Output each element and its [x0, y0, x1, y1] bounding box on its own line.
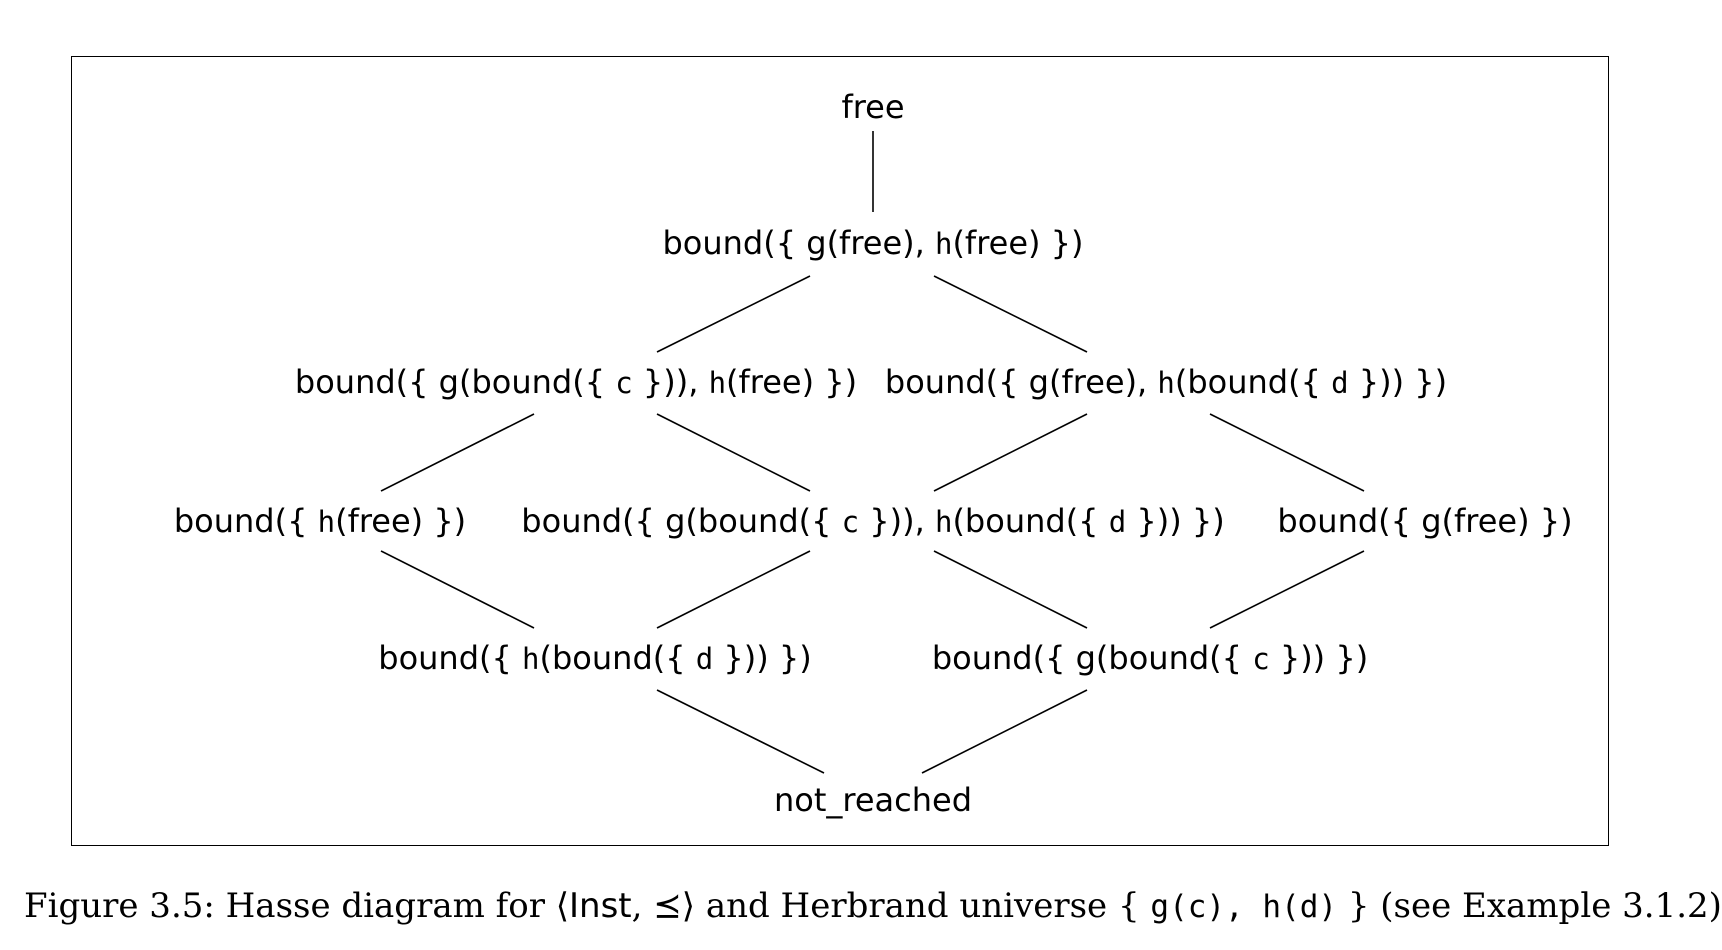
node-text: bound({ — [294, 363, 439, 401]
node-text: d — [1108, 505, 1127, 539]
caption-relation: , ⪯⟩ and Herbrand universe { — [631, 886, 1151, 926]
node-text: g — [1421, 502, 1442, 540]
figure-caption: Figure 3.5: Hasse diagram for ⟨Inst, ⪯⟩ … — [24, 886, 1722, 926]
node-text: g — [806, 224, 827, 262]
node-text: d — [1331, 366, 1349, 400]
node-text: (free) }) — [952, 224, 1084, 262]
node-text: bound({ — [662, 224, 807, 262]
node-text: (free) }) — [335, 502, 467, 540]
caption-prefix: Figure 3.5: Hasse diagram for ⟨ — [24, 886, 570, 926]
node-bound-h-d: bound({ h(bound({ d })) }) — [378, 642, 812, 674]
node-text: (bound({ — [1095, 639, 1253, 677]
node-text: })), — [859, 502, 935, 540]
node-text: })) }) — [1126, 502, 1225, 540]
node-text: (bound({ — [458, 363, 616, 401]
node-text: bound({ — [521, 502, 666, 540]
node-text: (bound({ — [685, 502, 842, 540]
node-text: (free), — [826, 224, 935, 262]
node-text: (free) }) — [726, 363, 858, 401]
node-text: h — [522, 642, 540, 676]
node-text: })) }) — [713, 639, 812, 677]
edge-l3a-l4a — [380, 550, 535, 629]
node-text: h — [934, 227, 953, 261]
edge-l2b-l3c — [1209, 413, 1365, 492]
node-text: })) }) — [1269, 639, 1369, 677]
node-bound-g-c: bound({ g(bound({ c })) }) — [932, 642, 1368, 674]
node-bound-g-free-h-d: bound({ g(free), h(bound({ d })) }) — [885, 366, 1447, 398]
edge-l2b-l3b — [933, 413, 1088, 492]
node-bound-g-c-h-free: bound({ g(bound({ c })), h(free) }) — [295, 366, 857, 398]
node-label: free — [841, 88, 905, 126]
node-bound-h-free: bound({ h(free) }) — [174, 505, 466, 537]
edge-l4a-bottom — [656, 689, 825, 774]
node-text: g — [1028, 363, 1049, 401]
node-not-reached: not_reached — [774, 784, 972, 816]
node-text: g — [665, 502, 686, 540]
edge-l2a-l3b — [656, 413, 811, 492]
node-text: c — [1252, 642, 1270, 676]
node-bound-g-c-h-d: bound({ g(bound({ c })), h(bound({ d }))… — [521, 505, 1224, 537]
edge-l3b-l4a — [656, 550, 811, 629]
node-text: bound({ — [931, 639, 1076, 677]
node-text: h — [1157, 366, 1175, 400]
node-text: (bound({ — [539, 639, 696, 677]
node-text: g — [1075, 639, 1096, 677]
node-label: not_reached — [773, 781, 973, 819]
hasse-edges — [380, 131, 1365, 774]
edge-l3b-l4b — [933, 550, 1088, 629]
node-text: h — [934, 505, 953, 539]
node-text: (bound({ — [952, 502, 1109, 540]
node-text: bound({ — [1277, 502, 1422, 540]
node-text: c — [841, 505, 860, 539]
node-text: })), — [632, 363, 709, 401]
node-text: g — [438, 363, 459, 401]
caption-code: g(c), h(d) — [1150, 889, 1338, 925]
node-bound-g-free-h-free: bound({ g(free), h(free) }) — [662, 227, 1083, 259]
node-text: bound({ — [378, 639, 523, 677]
edge-l1-l2a — [656, 275, 811, 353]
node-text: bound({ — [884, 363, 1029, 401]
node-bound-g-free: bound({ g(free) }) — [1277, 505, 1572, 537]
edge-l4b-bottom — [921, 689, 1088, 774]
node-text: (free) }) — [1441, 502, 1573, 540]
node-text: h — [708, 366, 727, 400]
edge-l3c-l4b — [1209, 550, 1365, 629]
node-text: d — [695, 642, 714, 676]
caption-inst: Inst — [569, 886, 632, 926]
node-text: h — [317, 505, 336, 539]
node-text: })) }) — [1348, 363, 1448, 401]
node-text: c — [615, 366, 633, 400]
node-free: free — [841, 91, 904, 123]
node-text: bound({ — [173, 502, 318, 540]
edge-l2a-l3a — [380, 413, 535, 492]
node-text: (bound({ — [1174, 363, 1332, 401]
diagram-frame — [71, 56, 1609, 846]
node-text: (free), — [1048, 363, 1158, 401]
edge-l1-l2b — [933, 275, 1088, 353]
caption-suffix: } (see Example 3.1.2) — [1337, 886, 1722, 926]
